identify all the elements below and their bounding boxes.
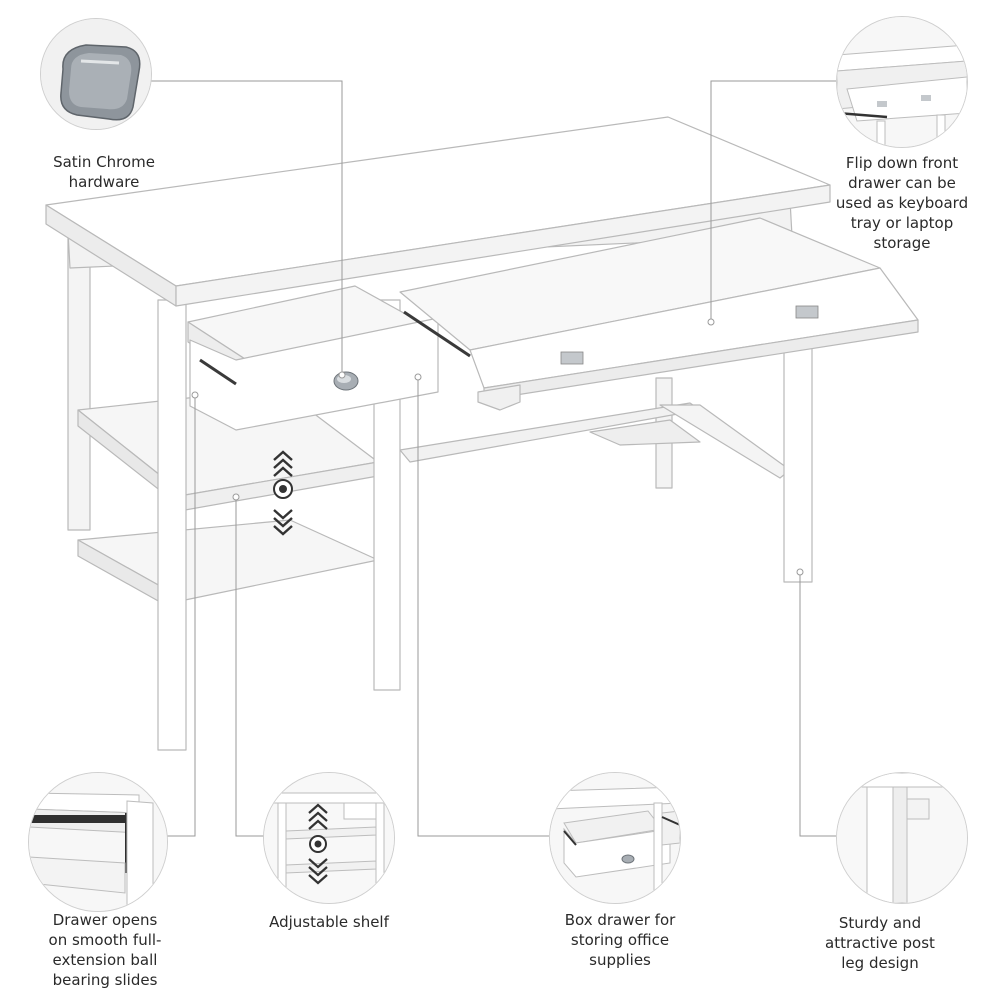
leg-closeup-icon <box>837 773 967 903</box>
leader-box-drawer <box>417 377 549 837</box>
tray-bracket <box>589 419 701 446</box>
leader-slides <box>165 395 196 837</box>
front-right-leg <box>783 339 813 583</box>
drawer-slide-rail <box>199 358 237 386</box>
tray-hinge-right <box>795 305 819 319</box>
knob-closeup-icon <box>41 19 151 129</box>
box-drawer-front <box>189 317 439 431</box>
drawer-closeup-icon <box>550 773 680 903</box>
leader-hardware <box>148 80 343 375</box>
lower-shelf <box>77 519 379 601</box>
box-drawer-detail-circle <box>549 772 681 904</box>
back-left-leg <box>67 237 91 531</box>
flip-drawer-detail-circle <box>836 16 968 148</box>
leader-leg <box>799 572 836 837</box>
shelf-label: Adjustable shelf <box>269 913 389 931</box>
leg-detail-circle <box>836 772 968 904</box>
leader-flip-drawer <box>710 80 836 322</box>
tray-hinge-left <box>560 351 584 365</box>
leg-label: Sturdy and attractive post leg design <box>825 914 935 972</box>
shelf-adjust-indicator <box>273 450 293 536</box>
tray-closeup-icon <box>837 17 967 147</box>
shelf-closeup-icon <box>264 773 394 903</box>
leader-shelf <box>235 497 265 837</box>
hardware-label: Satin Chrome hardware <box>53 153 155 191</box>
slides-detail-circle <box>28 772 168 912</box>
box-drawer-label: Box drawer for storing office supplies <box>564 911 676 969</box>
front-left-leg <box>157 299 187 751</box>
drawer-knob <box>333 371 359 391</box>
slides-label: Drawer opens on smooth full- extension b… <box>48 911 162 989</box>
slide-closeup-icon <box>29 773 167 911</box>
hardware-detail-circle <box>40 18 152 130</box>
flip-drawer-label: Flip down front drawer can be used as ke… <box>835 154 969 252</box>
shelf-detail-circle <box>263 772 395 904</box>
